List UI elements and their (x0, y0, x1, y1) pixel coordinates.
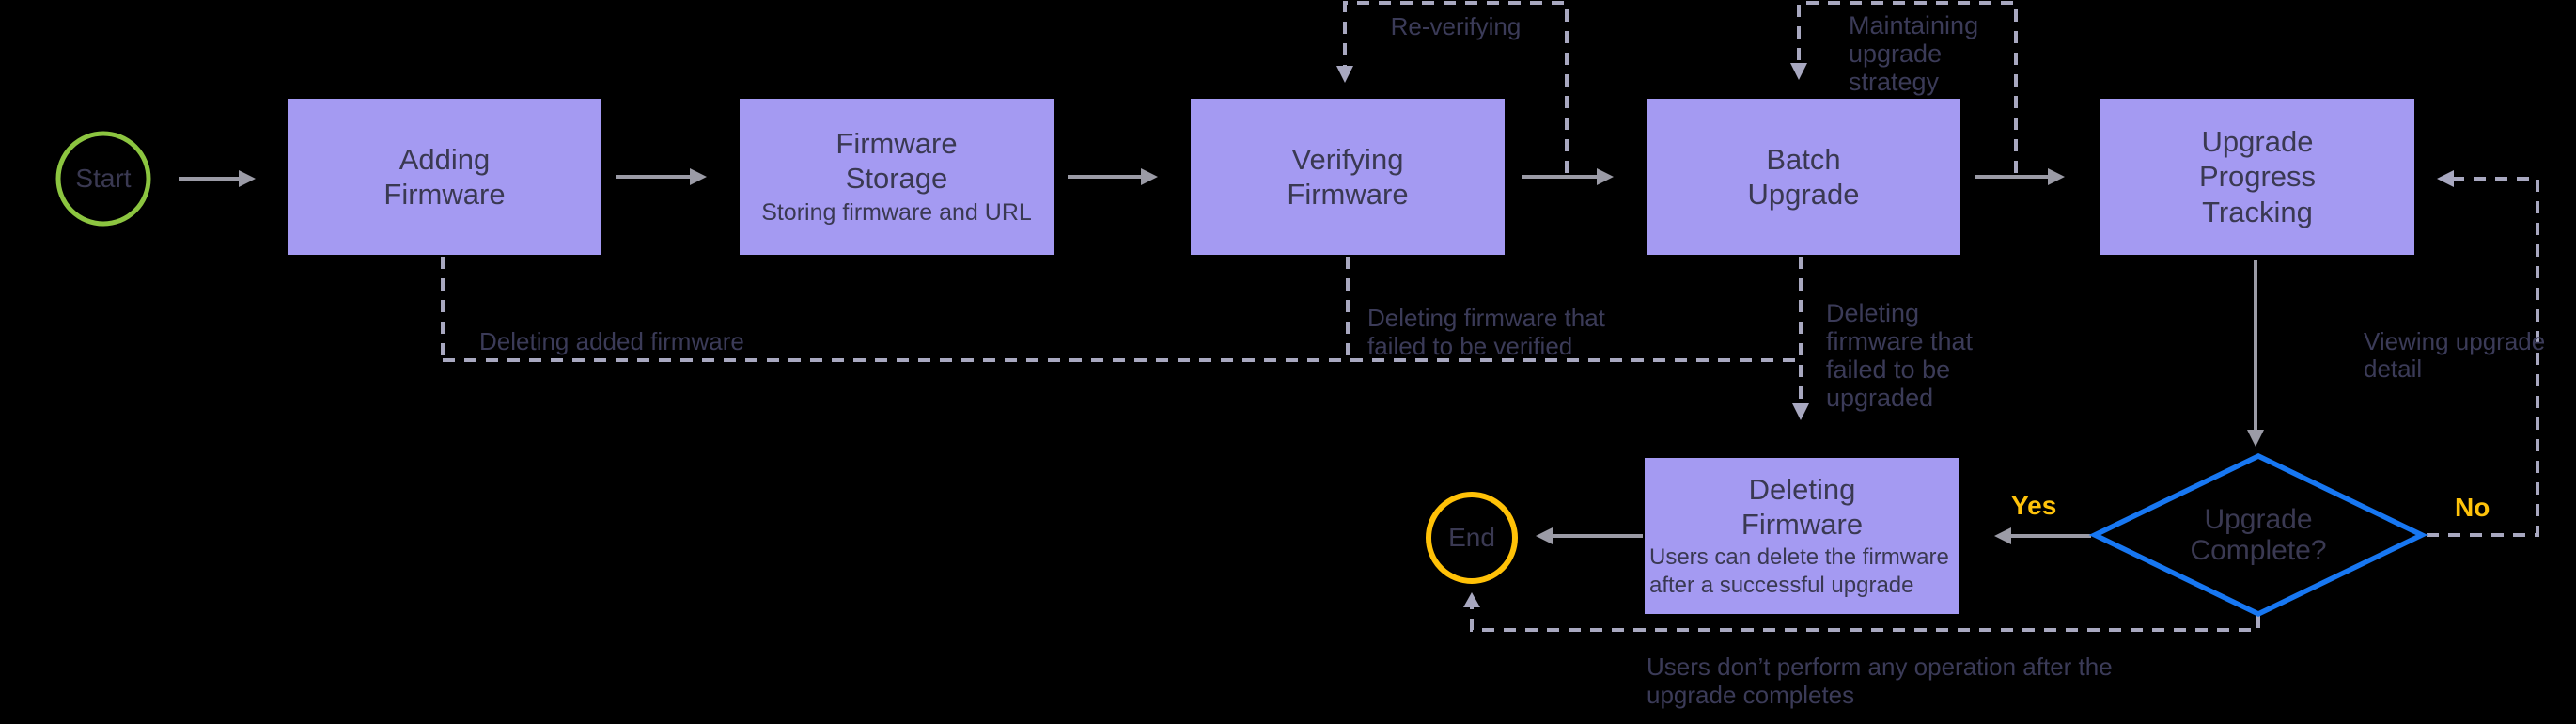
start-node-label: Start (75, 164, 132, 193)
edge-re-verifying-loop (1343, 1, 1569, 173)
end-node-label: End (1448, 523, 1495, 552)
edge-label-maintaining-upgrade-strategy: Maintaining upgrade strategy (1849, 11, 1979, 96)
arrowhead-adding-to-storage (690, 168, 707, 185)
arrowhead-storage-to-verifying (1141, 168, 1158, 185)
node-batch-upgrade-title: Batch Upgrade (1747, 142, 1860, 211)
node-upgrade-progress-tracking-title: Upgrade Progress Tracking (2198, 125, 2317, 228)
arrowhead-progress-to-decision (2247, 430, 2264, 447)
arrowhead-into-deleting-firmware (1792, 403, 1809, 420)
arrowhead-start-to-adding (239, 170, 256, 187)
arrowhead-batch-to-progress (2048, 168, 2065, 185)
node-deleting-firmware: Deleting Firmware Users can delete the f… (1645, 458, 1959, 614)
node-firmware-storage-title: Firmware Storage (835, 127, 958, 196)
node-firmware-storage-subtitle: Storing firmware and URL (761, 198, 1032, 226)
decision-diamond (2088, 452, 2428, 618)
node-batch-upgrade: Batch Upgrade (1647, 99, 1960, 255)
edge-label-viewing-upgrade-detail: Viewing upgrade detail (2364, 327, 2546, 383)
edge-maintaining-strategy-loop (1797, 1, 2018, 173)
edge-label-failed-to-be-upgraded: Deleting firmware that failed to be upgr… (1826, 299, 1974, 412)
edge-label-deleting-added-firmware: Deleting added firmware (479, 327, 744, 355)
arrowhead-bottom-into-end (1463, 592, 1480, 607)
edge-label-re-verifying: Re-verifying (1390, 12, 1522, 40)
node-firmware-storage: Firmware Storage Storing firmware and UR… (740, 99, 1054, 255)
node-adding-firmware-title: Adding Firmware (383, 142, 506, 211)
decision-diamond-label: Upgrade Complete? (2190, 504, 2327, 566)
arrowhead-deleting-to-end (1536, 527, 1553, 544)
arrowhead-re-verifying-loop (1336, 66, 1353, 83)
edge-label-no: No (2455, 493, 2490, 522)
start-node-circle (55, 131, 151, 227)
arrowhead-verifying-to-batch (1597, 168, 1614, 185)
node-verifying-firmware-title: Verifying Firmware (1287, 142, 1409, 211)
node-deleting-firmware-title: Deleting Firmware (1741, 472, 1864, 541)
arrowhead-no-loop-into-progress (2437, 170, 2454, 187)
arrowhead-maintaining-strategy-loop (1790, 63, 1807, 80)
edge-label-failed-to-be-verified: Deleting firmware that failed to be veri… (1367, 304, 1605, 360)
edge-decision-no-loop (2427, 177, 2539, 537)
edge-decision-bottom-to-end (1470, 607, 2260, 632)
node-upgrade-progress-tracking: Upgrade Progress Tracking (2100, 99, 2414, 255)
node-adding-firmware: Adding Firmware (288, 99, 601, 255)
arrowhead-decision-yes-to-deleting (1994, 527, 2011, 544)
edge-label-no-operation-after-upgrade: Users don’t perform any operation after … (1647, 653, 2113, 709)
edge-label-yes: Yes (2011, 491, 2057, 520)
end-node-circle (1426, 492, 1518, 584)
node-verifying-firmware: Verifying Firmware (1191, 99, 1505, 255)
node-deleting-firmware-subtitle: Users can delete the firmware after a su… (1649, 544, 1949, 599)
